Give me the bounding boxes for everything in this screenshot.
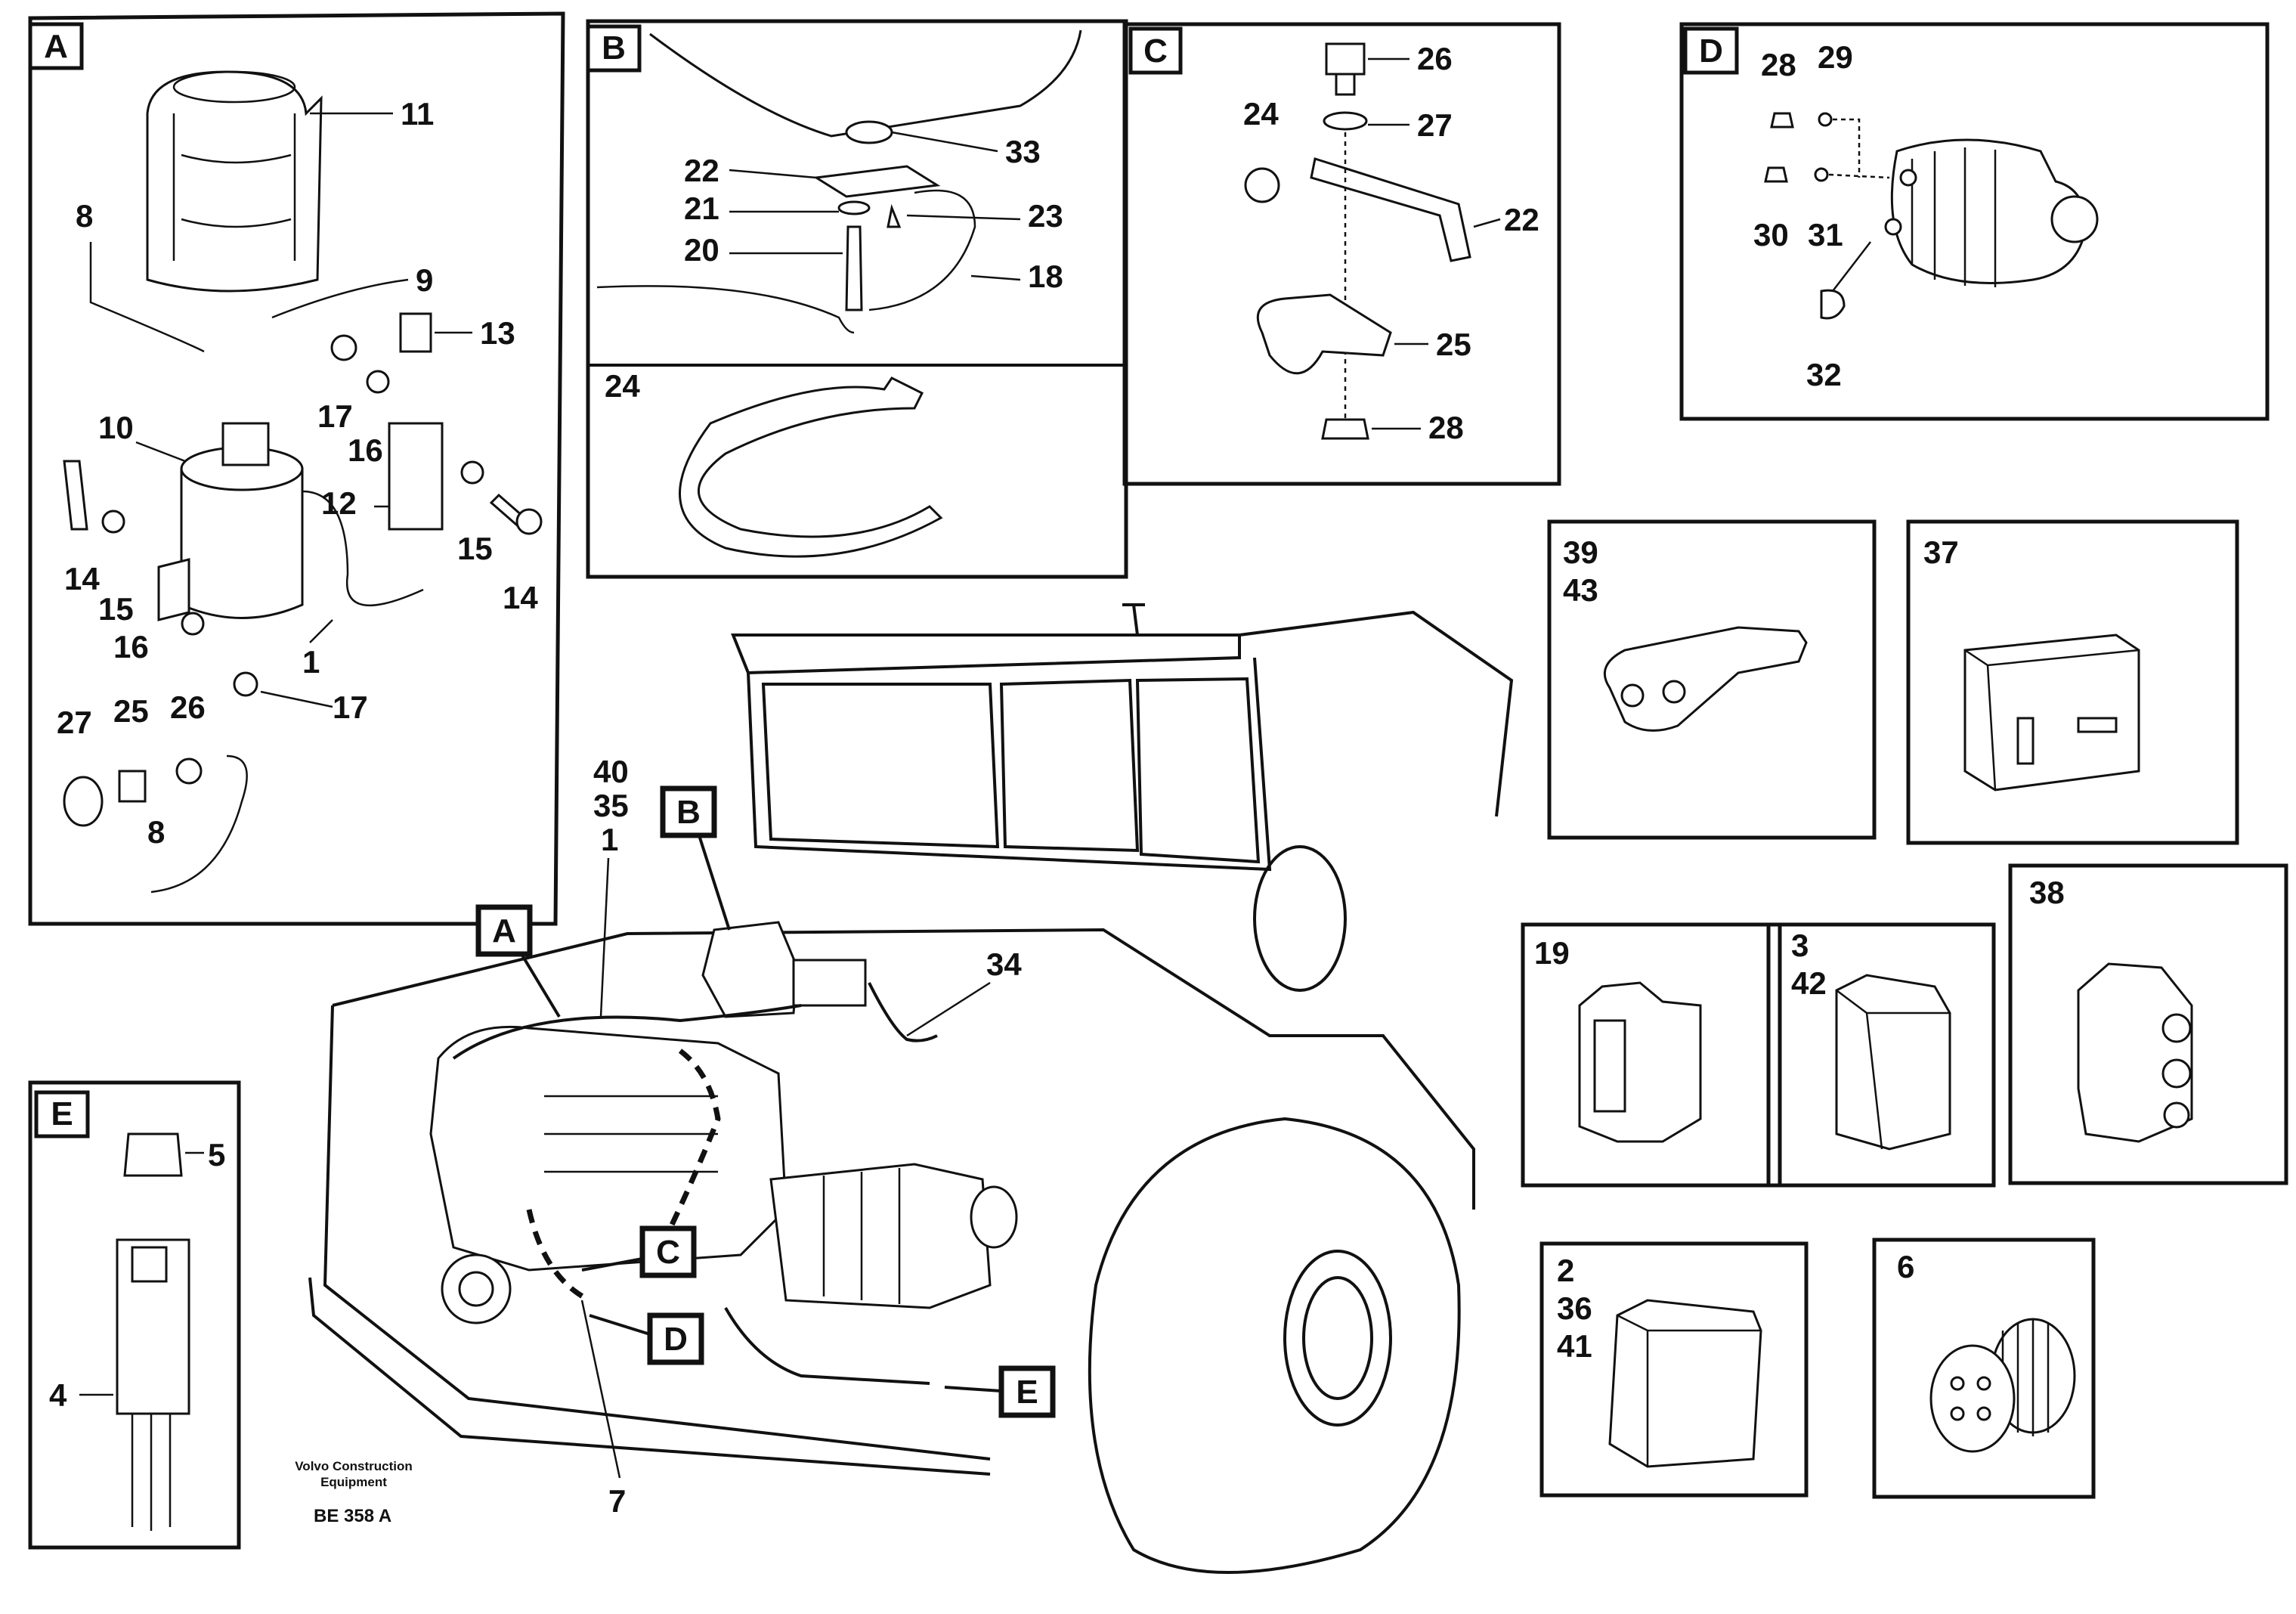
label-d-28: 28: [1761, 47, 1796, 82]
connector-36-label: 36: [1557, 1290, 1592, 1326]
panel-e: E 5 4: [28, 1080, 241, 1550]
connector-37-label: 37: [1923, 534, 1959, 570]
connector-6: 6: [1872, 1238, 2096, 1499]
label-machine-34: 34: [986, 946, 1022, 982]
label-b-20: 20: [684, 232, 719, 268]
label-a-10: 10: [98, 410, 134, 445]
label-a-14-left: 14: [64, 561, 100, 596]
label-a-15-left: 15: [98, 591, 134, 627]
panel-d: D 28 29 30 31 32: [1679, 22, 2270, 421]
callout-tag-d: D: [664, 1321, 688, 1358]
label-b-18: 18: [1028, 259, 1063, 294]
maker-line-1: Volvo Construction: [295, 1459, 413, 1473]
label-e-4: 4: [49, 1377, 67, 1413]
callout-tag-e: E: [1016, 1374, 1038, 1411]
solenoid-cover-drawing: [146, 70, 323, 293]
label-machine-35: 35: [593, 788, 629, 823]
label-a-17-bottom: 17: [333, 689, 368, 725]
label-c-22: 22: [1504, 202, 1539, 237]
label-a-1: 1: [302, 644, 320, 680]
label-b-33: 33: [1005, 134, 1041, 169]
panel-c: C 26 27 24 22 25 28: [1122, 22, 1561, 486]
label-c-26: 26: [1417, 41, 1453, 76]
panel-b: B 33 22 21 23 20 18 24: [586, 19, 1128, 579]
label-c-24: 24: [1243, 96, 1279, 132]
connector-41-label: 41: [1557, 1328, 1592, 1364]
connector-39-label: 39: [1563, 534, 1598, 570]
callout-tag-c: C: [656, 1234, 680, 1271]
connector-6-label: 6: [1897, 1249, 1914, 1284]
panel-d-tag: D: [1699, 33, 1723, 70]
connector-39-43: 39 43: [1547, 519, 1877, 840]
connector-19-label: 19: [1534, 935, 1570, 971]
label-d-29: 29: [1818, 39, 1853, 75]
label-a-14-right: 14: [503, 580, 538, 615]
connector-2-label: 2: [1557, 1253, 1574, 1288]
label-a-11: 11: [401, 96, 434, 132]
label-e-5: 5: [208, 1137, 225, 1173]
maker-line-2: Equipment: [320, 1475, 387, 1489]
callout-tag-a: A: [492, 912, 516, 950]
callout-tag-b: B: [676, 794, 701, 831]
label-a-16-top: 16: [348, 432, 383, 468]
label-a-12: 12: [321, 485, 357, 521]
label-machine-1: 1: [601, 822, 618, 857]
label-a-17-top: 17: [317, 398, 353, 434]
connector-43-label: 43: [1563, 572, 1598, 608]
connector-19: 19: [1521, 922, 1782, 1188]
panel-c-tag: C: [1143, 33, 1168, 70]
connector-3-label: 3: [1791, 928, 1809, 963]
label-a-8-top: 8: [76, 198, 93, 234]
label-machine-7: 7: [608, 1483, 626, 1519]
label-d-32: 32: [1806, 357, 1842, 392]
label-a-26: 26: [170, 689, 206, 725]
label-b-23: 23: [1028, 198, 1063, 234]
panel-a-tag: A: [44, 28, 68, 65]
label-c-28: 28: [1428, 410, 1464, 445]
label-a-8-bottom: 8: [147, 814, 165, 850]
connector-2-36-41: 2 36 41: [1539, 1241, 1809, 1498]
label-a-13: 13: [480, 315, 515, 351]
connector-3-42: 3 42: [1766, 922, 1996, 1188]
label-b-22: 22: [684, 153, 719, 188]
panel-b-tag: B: [602, 29, 626, 67]
solenoid-drawing: [157, 422, 424, 621]
alternator-drawing: [1884, 138, 2099, 287]
connector-38-label: 38: [2029, 875, 2065, 910]
machine-callouts: 40 35 1 34 7 A B C D E: [475, 754, 1056, 1519]
label-a-25: 25: [113, 693, 149, 729]
label-d-31: 31: [1808, 217, 1843, 252]
label-b-21: 21: [684, 191, 719, 226]
panel-e-tag: E: [51, 1095, 73, 1132]
connector-42-label: 42: [1791, 965, 1827, 1001]
label-a-9: 9: [416, 262, 433, 298]
drawing-reference: BE 358 A: [314, 1506, 391, 1526]
label-c-25: 25: [1436, 327, 1471, 362]
label-machine-40: 40: [593, 754, 629, 789]
label-a-16-left: 16: [113, 629, 149, 664]
machine-drawing: [308, 603, 1514, 1574]
label-a-15-right: 15: [457, 531, 493, 566]
label-c-27: 27: [1417, 107, 1453, 143]
label-d-30: 30: [1753, 217, 1789, 252]
label-a-27: 27: [57, 705, 92, 740]
connector-38: 38: [2008, 863, 2288, 1185]
connector-37: 37: [1906, 519, 2239, 845]
panel-a: A 11 8 9 13 10 17 16 12 15: [28, 11, 565, 926]
label-b-24: 24: [605, 368, 640, 404]
footer: Volvo Construction Equipment BE 358 A: [295, 1459, 413, 1526]
